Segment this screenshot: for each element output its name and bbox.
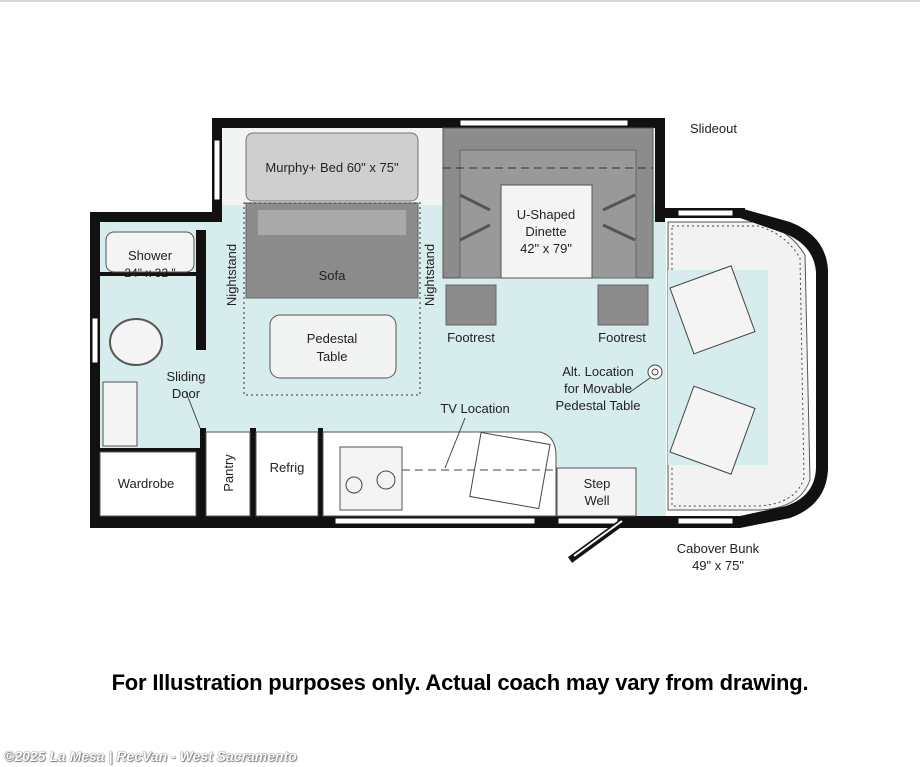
stove xyxy=(339,446,403,511)
sofa-label: Sofa xyxy=(319,268,347,283)
wardrobe-label: Wardrobe xyxy=(118,476,175,491)
pedestal-table xyxy=(269,314,397,379)
dinette-cushion-marks xyxy=(459,193,636,242)
cabover-dotted-outline xyxy=(671,225,805,507)
nightstand-right-label: Nightstand xyxy=(422,244,437,306)
murphy-bed-label: Murphy+ Bed 60" x 75" xyxy=(265,160,399,175)
sink-basin-icon xyxy=(376,470,396,490)
pantry xyxy=(205,431,251,517)
pedestal-table-label-1: Pedestal xyxy=(307,331,358,346)
shower-label-1: Shower xyxy=(128,248,173,263)
wardrobe xyxy=(99,451,197,517)
alt-location-label-1: Alt. Location xyxy=(562,364,634,379)
cabover-bunk-label-1: Cabover Bunk xyxy=(677,541,760,556)
tv-location-label: TV Location xyxy=(440,401,509,416)
alt-location-label-2: for Movable xyxy=(564,381,632,396)
pedestal-table-label-2: Table xyxy=(316,349,347,364)
step-well xyxy=(556,467,637,517)
toilet xyxy=(109,318,163,366)
dinette-table xyxy=(500,184,593,279)
pantry-label: Pantry xyxy=(221,454,236,492)
sliding-door-leader xyxy=(185,391,201,429)
dinette-label-1: U-Shaped xyxy=(517,207,576,222)
step-well-label-1: Step xyxy=(584,476,611,491)
entry-door xyxy=(567,517,628,563)
disclaimer-caption: For Illustration purposes only. Actual c… xyxy=(111,670,809,695)
cabover-bunk-label-2: 49" x 75" xyxy=(692,558,744,573)
murphy-bed xyxy=(245,132,419,202)
bath-sink xyxy=(102,381,138,447)
shower xyxy=(105,231,195,273)
floorplan-diagram: Slideout Murphy+ Bed 60" x 75" Sofa Nigh… xyxy=(90,118,828,573)
shower-label-2: 24" x 32 " xyxy=(124,266,175,280)
dinette-label-3: 42" x 79" xyxy=(520,241,572,256)
slideout-label: Slideout xyxy=(690,121,737,136)
tv-leader xyxy=(444,417,466,469)
windows xyxy=(91,119,734,525)
footrest-right-label: Footrest xyxy=(598,330,646,345)
burner-icon xyxy=(345,476,363,494)
sliding-door-label-2: Door xyxy=(172,386,201,401)
alt-location-label-3: Pedestal Table xyxy=(555,398,640,413)
dinette-label-2: Dinette xyxy=(525,224,566,239)
pedestal-mount-inner xyxy=(651,368,659,376)
refrigerator xyxy=(255,431,319,517)
pedestal-mount-icon xyxy=(647,364,663,380)
footrest-left-label: Footrest xyxy=(447,330,495,345)
footrest-left xyxy=(445,284,497,326)
step-well-label-2: Well xyxy=(584,493,609,508)
galley-seat xyxy=(469,431,551,510)
bed-footprint-outline xyxy=(243,202,421,396)
refrig-label: Refrig xyxy=(270,460,305,475)
footrest-right xyxy=(597,284,649,326)
watermark: ©2025 La Mesa | RecVan - West Sacramento xyxy=(4,748,297,764)
sofa-back xyxy=(258,210,406,235)
nightstand-left-label: Nightstand xyxy=(224,244,239,306)
sliding-door-label-1: Sliding xyxy=(166,369,205,384)
cab-chairs xyxy=(669,265,756,475)
alt-location-leader xyxy=(629,377,651,393)
top-border xyxy=(0,0,920,2)
